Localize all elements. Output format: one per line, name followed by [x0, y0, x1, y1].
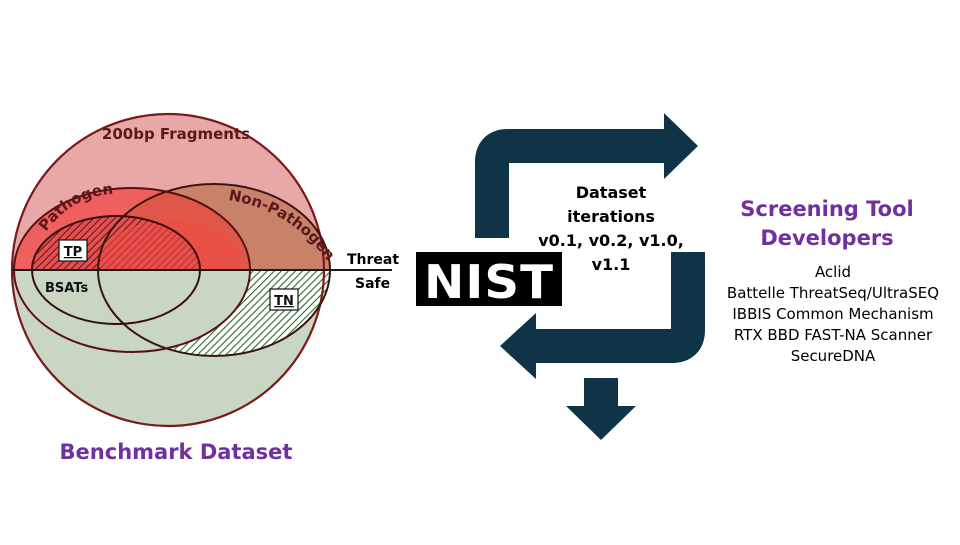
developers-title-line-2: Developers: [760, 226, 893, 250]
nist-logo-box: [416, 252, 562, 306]
screening-tool-developers: Screening Tool Developers Aclid Battelle…: [727, 197, 939, 365]
developers-title-line-1: Screening Tool: [740, 197, 913, 221]
nist-logo-text: NIST: [424, 255, 554, 309]
developer-item: SecureDNA: [791, 347, 876, 365]
tp-label: TP: [64, 245, 82, 260]
bottom-arrow-head: [500, 313, 536, 379]
iterations-line-1: Dataset: [576, 183, 647, 202]
bsats-label: BSATs: [45, 281, 88, 296]
iteration-cycle: [475, 113, 705, 440]
top-cycle-arrow: [475, 129, 666, 238]
tn-box: TN: [269, 288, 299, 311]
benchmark-caption: Benchmark Dataset: [60, 440, 293, 464]
benchmark-venn: 200bp Fragments Pathogens Non-Pathogens …: [0, 0, 399, 464]
pathogens-safe-fill: [14, 270, 250, 352]
developer-item: Aclid: [815, 263, 851, 281]
iterations-line-3: v0.1, v0.2, v1.0,: [538, 231, 684, 250]
iterations-line-4: v1.1: [592, 255, 631, 274]
top-arrow-head: [664, 113, 698, 179]
down-arrow-shaft: [584, 378, 618, 406]
developer-item: RTX BBD FAST-NA Scanner: [734, 326, 933, 344]
overlap-glow: [100, 220, 240, 270]
developer-item: Battelle ThreatSeq/UltraSEQ: [727, 284, 939, 302]
developer-item: IBBIS Common Mechanism: [732, 305, 933, 323]
down-arrow-head: [566, 406, 636, 440]
threat-label: Threat: [347, 252, 399, 268]
outer-label: 200bp Fragments: [102, 125, 250, 143]
tn-label: TN: [274, 294, 294, 309]
tp-box: TP: [58, 239, 88, 262]
bottom-cycle-arrow: [534, 252, 705, 363]
iterations-line-2: iterations: [567, 207, 655, 226]
safe-label: Safe: [355, 276, 390, 292]
nist-logo: NIST: [416, 252, 562, 309]
dataset-iterations-text: Dataset iterations v0.1, v0.2, v1.0, v1.…: [538, 183, 684, 274]
